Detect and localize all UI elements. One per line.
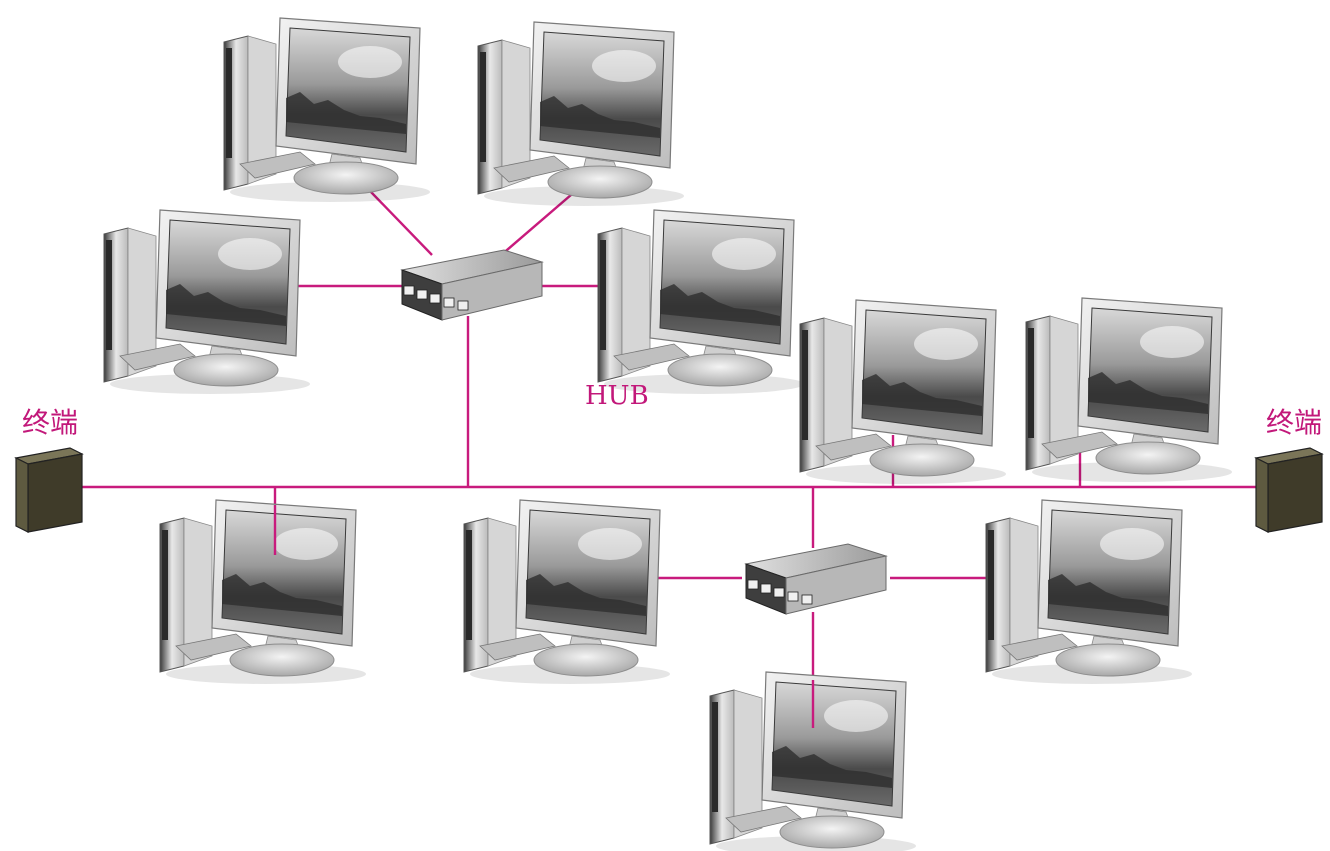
computer-icon (986, 500, 1192, 684)
computer-icon (478, 22, 684, 206)
hub-label: HUB (585, 381, 649, 411)
computer-icon (1026, 298, 1232, 482)
terminator-left-label: 终端 (22, 406, 78, 439)
computer-icon (800, 300, 1006, 484)
terminator-right-label: 终端 (1266, 406, 1322, 439)
computer-icon (104, 210, 310, 394)
computer-icon (598, 210, 804, 394)
terminator-left-icon (16, 448, 82, 532)
computer-icon (464, 500, 670, 684)
terminator-right-icon (1256, 448, 1322, 532)
hub-icon (402, 250, 542, 320)
hub-icon (746, 544, 886, 614)
computer-icon (160, 500, 366, 684)
computer-icon (224, 18, 430, 202)
